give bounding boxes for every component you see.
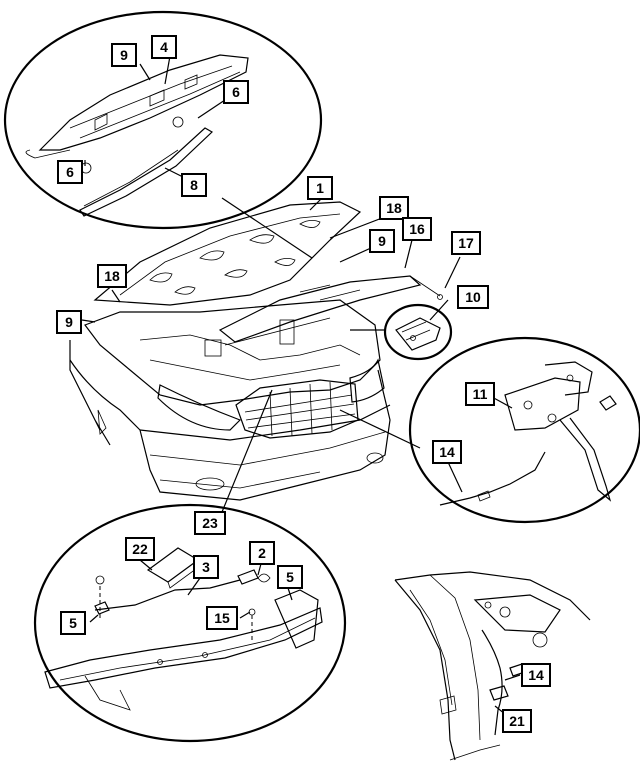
callout-9-hood: 9 xyxy=(369,229,395,253)
leader-14-latch xyxy=(339,409,421,449)
callout-23: 23 xyxy=(194,511,226,535)
callout-18-top: 18 xyxy=(379,196,409,220)
callout-8: 8 xyxy=(181,173,207,197)
callout-4: 4 xyxy=(151,35,177,59)
callout-14-latch-label: 14 xyxy=(439,444,455,460)
callout-22-label: 22 xyxy=(132,541,148,557)
hood-seal-detail-inset xyxy=(3,10,323,230)
callout-6-right-label: 6 xyxy=(232,84,240,100)
hood-latch-detail-inset xyxy=(408,336,640,524)
callout-5-left-label: 5 xyxy=(69,615,77,631)
callout-2-label: 2 xyxy=(258,545,266,561)
callout-22: 22 xyxy=(125,537,155,561)
callout-16: 16 xyxy=(402,217,432,241)
callout-4-label: 4 xyxy=(160,39,168,55)
callout-9-left-label: 9 xyxy=(65,314,73,330)
callout-5-right-label: 5 xyxy=(286,569,294,585)
bracket-detail-inset xyxy=(350,303,453,361)
callout-6-right: 6 xyxy=(223,80,249,104)
callout-9-inset: 9 xyxy=(111,43,137,67)
callout-1: 1 xyxy=(307,176,333,200)
callout-16-label: 16 xyxy=(409,221,425,237)
callout-14-pillar: 14 xyxy=(521,663,551,687)
callout-5-left: 5 xyxy=(60,611,86,635)
vehicle-front-view xyxy=(69,201,443,513)
callout-9-left: 9 xyxy=(56,310,82,334)
pillar-routing-view xyxy=(394,571,591,761)
callout-15-label: 15 xyxy=(214,610,230,626)
leader-lines xyxy=(81,55,521,719)
callout-9-hood-label: 9 xyxy=(378,233,386,249)
callout-18-left-label: 18 xyxy=(104,268,120,284)
callout-21: 21 xyxy=(502,709,532,733)
callout-6-left: 6 xyxy=(57,160,83,184)
callout-11: 11 xyxy=(465,382,495,406)
callout-21-label: 21 xyxy=(509,713,525,729)
callout-10: 10 xyxy=(457,285,489,309)
callout-14-latch: 14 xyxy=(432,440,462,464)
callout-18-left: 18 xyxy=(97,264,127,288)
callout-9-inset-label: 9 xyxy=(120,47,128,63)
callout-18-top-label: 18 xyxy=(386,200,402,216)
callout-2: 2 xyxy=(249,541,275,565)
inset-leader-line xyxy=(221,197,313,259)
callout-15: 15 xyxy=(206,606,238,630)
callout-11-label: 11 xyxy=(473,386,488,402)
callout-6-left-label: 6 xyxy=(66,164,74,180)
callout-5-right: 5 xyxy=(277,565,303,589)
callout-10-label: 10 xyxy=(465,289,481,305)
leader-23 xyxy=(221,389,273,513)
callout-8-label: 8 xyxy=(190,177,198,193)
callout-17-label: 17 xyxy=(458,235,474,251)
callout-3: 3 xyxy=(193,555,219,579)
callout-1-label: 1 xyxy=(316,180,324,196)
callout-3-label: 3 xyxy=(202,559,210,575)
callout-17: 17 xyxy=(451,231,481,255)
callout-23-label: 23 xyxy=(202,515,218,531)
callout-14-pillar-label: 14 xyxy=(528,667,544,683)
